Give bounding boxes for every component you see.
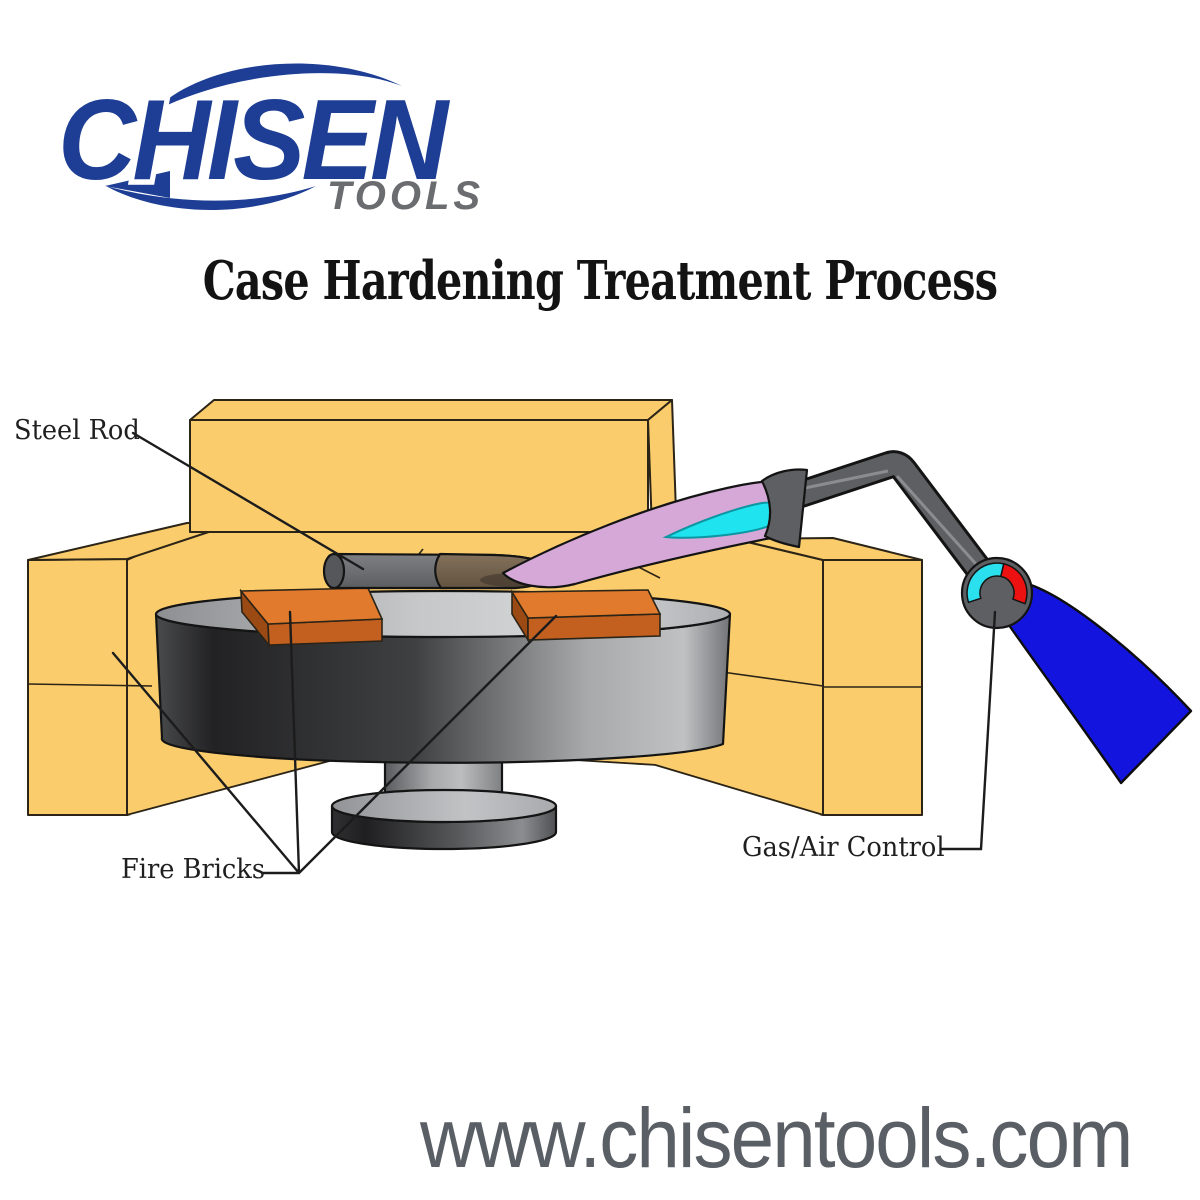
rod-end-cap	[322, 552, 346, 590]
left-brick-front-face	[27, 558, 128, 816]
swoosh-bottom-arc	[106, 186, 316, 211]
fire-bricks-leader	[111, 610, 558, 875]
orange-brick-left	[239, 587, 384, 648]
orange-brick-right	[510, 589, 662, 643]
table-base-top	[330, 788, 558, 824]
knob-red-arc	[999, 562, 1028, 605]
torch-tube	[790, 453, 1008, 604]
logo-brand-outline: CHISEN	[53, 77, 454, 204]
gas-air-control-label: Gas/Air Control	[742, 832, 945, 863]
leader-lines	[111, 431, 997, 875]
torch-handle	[1002, 583, 1193, 785]
top-brick-top-face	[189, 399, 673, 421]
logo-subtext: TOOLS	[327, 174, 485, 218]
logo-swoosh	[105, 63, 402, 211]
swoosh-arrowhead	[105, 171, 170, 198]
fire-bricks-label: Fire Bricks	[121, 854, 265, 885]
rotating-table	[154, 589, 732, 851]
case-hardening-illustration	[27, 399, 1193, 875]
gas-air-leader	[939, 610, 997, 851]
page-title: Case Hardening Treatment Process	[202, 250, 998, 312]
top-brick-front-face	[189, 419, 649, 533]
gas-torch	[760, 450, 1193, 785]
torch-tube-highlight	[799, 469, 986, 575]
logo-brand-text: CHISEN	[58, 77, 448, 204]
orange-fire-bricks	[239, 587, 662, 648]
steel-rod-leader	[131, 431, 365, 571]
torch-nozzle-bell	[760, 468, 809, 549]
website-url: www.chisentools.com	[420, 1091, 1133, 1185]
orange-brick-left-top	[239, 587, 384, 625]
torch-flame	[501, 480, 793, 589]
steel-rod-label: Steel Rod	[14, 415, 140, 446]
logo-subtext-outline: TOOLS	[322, 172, 485, 221]
orange-brick-right-top	[510, 589, 662, 619]
swoosh-top-arc	[153, 63, 402, 112]
